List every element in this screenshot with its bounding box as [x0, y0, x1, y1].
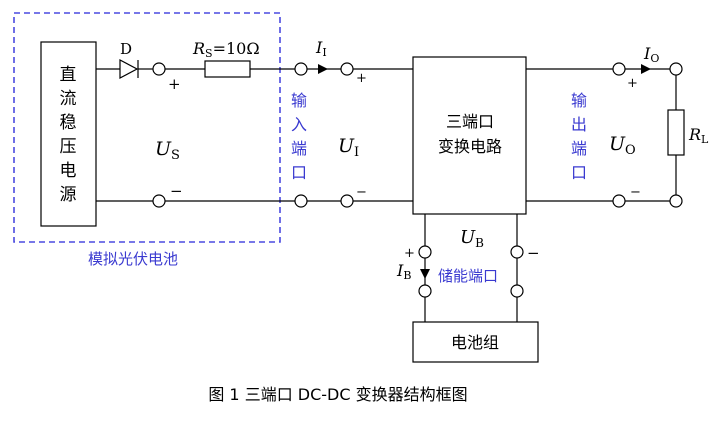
ub-subscript: B [475, 236, 484, 250]
pv-sim-label: 模拟光伏电池 [88, 250, 178, 268]
dc-supply-char: 直 [60, 65, 77, 85]
terminal-pv-plus [152, 62, 166, 76]
input-port-char: 端 [291, 139, 307, 158]
ii-symbol: I [315, 38, 323, 57]
ii-subscript: I [322, 46, 326, 59]
terminal-output-top-right [669, 62, 683, 76]
battery-label: 电池组 [451, 333, 499, 352]
terminal-input-top-left [294, 62, 308, 76]
storage-current-arrow [420, 269, 430, 279]
terminal-storage-top-right [510, 245, 524, 259]
output-port-char: 口 [571, 163, 587, 182]
us-label: US [155, 138, 180, 163]
terminal-output-bottom-right [669, 194, 683, 208]
output-port-char: 端 [571, 139, 587, 158]
converter-label-line2: 变换电路 [438, 137, 502, 156]
uo-symbol: U [609, 133, 626, 155]
pv-plus-sign: + [168, 75, 181, 93]
ib-symbol: I [396, 261, 404, 280]
input-port-label: 输 入 端 口 [291, 91, 307, 182]
terminal-output-bottom-left [612, 194, 626, 208]
terminal-pv-minus [152, 194, 166, 208]
output-port-char: 出 [571, 115, 587, 134]
load-resistor [667, 109, 685, 156]
battery-box [412, 321, 539, 363]
rs-symbol: R [192, 39, 205, 58]
diode-label: D [120, 40, 132, 58]
dc-supply-box [40, 41, 97, 227]
terminal-input-top-right [340, 62, 354, 76]
figure-caption: 图 1 三端口 DC-DC 变换器结构框图 [208, 385, 467, 404]
ib-label: IB [396, 261, 411, 282]
rl-symbol: R [688, 125, 701, 144]
input-port-char: 入 [291, 115, 307, 134]
io-symbol: I [643, 44, 651, 63]
input-current-label: II [315, 38, 327, 59]
rs-label: RS=10Ω [192, 39, 260, 60]
io-subscript: O [650, 52, 659, 65]
output-port-char: 输 [571, 91, 587, 110]
input-plus-sign: + [356, 71, 367, 86]
dc-supply-char: 压 [60, 137, 77, 157]
ui-symbol: U [338, 135, 355, 157]
us-subscript: S [171, 148, 180, 163]
ib-subscript: B [403, 269, 411, 282]
storage-port-label: 储能端口 [438, 267, 498, 285]
input-minus-sign: − [356, 185, 367, 200]
ub-label: UB [460, 227, 484, 250]
input-port-char: 输 [291, 91, 307, 110]
rl-label: RL [688, 125, 709, 146]
terminal-storage-bottom-right [510, 284, 524, 298]
output-current-arrow [641, 64, 651, 74]
pv-minus-sign: − [170, 182, 183, 200]
rs-subscript: S [205, 47, 213, 60]
output-plus-sign: + [627, 76, 638, 91]
output-port-label: 输 出 端 口 [571, 91, 587, 182]
dc-supply-char: 稳 [60, 113, 77, 133]
uo-label: UO [609, 133, 636, 158]
storage-minus-sign: − [527, 244, 540, 262]
output-minus-sign: − [630, 185, 641, 200]
dc-supply-char: 源 [60, 185, 77, 205]
ui-subscript: I [354, 145, 359, 160]
rl-subscript: L [701, 133, 709, 146]
dc-supply-char: 流 [60, 89, 77, 109]
storage-plus-sign: + [404, 246, 415, 261]
uo-subscript: O [625, 143, 636, 158]
output-current-label: IO [643, 44, 659, 65]
pv-sim-dashed-box [13, 12, 281, 243]
input-port-char: 口 [291, 163, 307, 182]
terminal-input-bottom-right [340, 194, 354, 208]
converter-box [412, 56, 527, 215]
us-symbol: U [155, 138, 172, 160]
converter-label-line1: 三端口 [446, 112, 494, 131]
terminal-storage-top-left [418, 245, 432, 259]
ub-symbol: U [460, 227, 476, 248]
rs-resistor [204, 60, 251, 78]
dc-supply-label: 直 流 稳 压 电 源 [60, 65, 77, 205]
input-current-arrow [318, 64, 328, 74]
terminal-output-top-left [612, 62, 626, 76]
terminal-storage-bottom-left [418, 284, 432, 298]
dc-supply-char: 电 [60, 161, 77, 181]
diode-triangle [119, 59, 139, 79]
terminal-input-bottom-left [294, 194, 308, 208]
rs-value: =10Ω [213, 39, 260, 58]
ui-label: UI [338, 135, 359, 160]
